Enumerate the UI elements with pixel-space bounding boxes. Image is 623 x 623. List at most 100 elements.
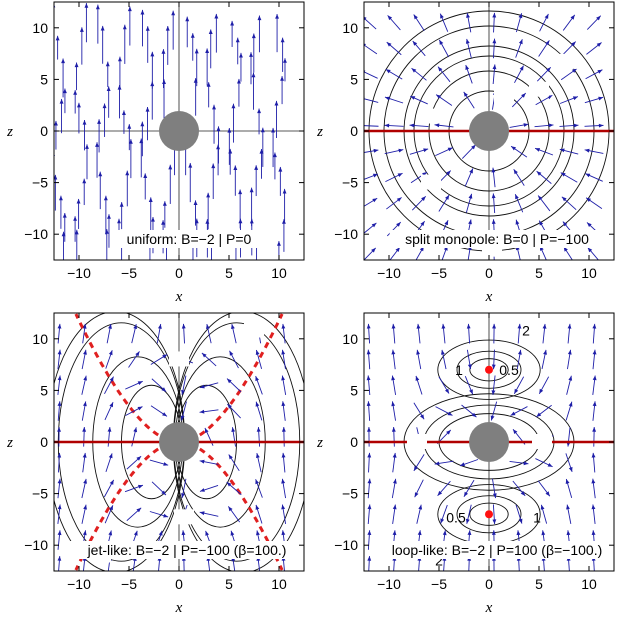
vector-arrows xyxy=(364,12,604,260)
vector-arrowhead xyxy=(275,14,279,19)
vector-arrowhead xyxy=(420,221,425,226)
vector-arrowhead xyxy=(95,142,99,147)
vector-arrowhead xyxy=(148,197,153,202)
vector-arrowhead xyxy=(136,507,142,513)
vector-arrowhead xyxy=(471,412,477,418)
vector-arrowhead xyxy=(204,428,209,433)
contour-label: 0.5 xyxy=(499,362,519,378)
vector-arrowhead xyxy=(466,323,471,329)
x-tick-label: 10 xyxy=(581,265,597,281)
vector-arrowhead xyxy=(122,110,126,115)
vector-arrowhead xyxy=(591,530,596,535)
y-axis-label: z xyxy=(6,435,13,451)
vector-arrowhead xyxy=(97,119,101,124)
vector-arrowhead xyxy=(254,165,259,170)
contour-loop xyxy=(469,358,509,382)
vector-arrowhead xyxy=(421,196,426,201)
vector-arrowhead xyxy=(282,219,286,224)
vector-arrowhead xyxy=(491,530,496,535)
vector-arrowhead xyxy=(95,4,100,10)
vector-arrowhead xyxy=(567,349,572,355)
vector-arrowhead xyxy=(572,96,578,101)
vector-arrowhead xyxy=(471,144,476,150)
vector-arrowhead xyxy=(190,33,195,38)
vector-arrowhead xyxy=(128,139,133,144)
vector-arrowhead xyxy=(568,466,573,472)
vector-arrowhead xyxy=(434,461,440,466)
vector-arrowhead xyxy=(411,68,417,73)
vector-arrowhead xyxy=(515,219,520,225)
y-tick-label: 5 xyxy=(40,382,48,398)
vector-arrowhead xyxy=(434,123,440,128)
vector-arrowhead xyxy=(228,454,233,460)
vector-arrowhead xyxy=(517,323,522,329)
vector-arrowhead xyxy=(519,65,524,71)
vector-arrowhead xyxy=(523,123,529,127)
vector-arrowhead xyxy=(229,350,234,356)
vector-arrowhead xyxy=(587,247,593,253)
vector-arrowhead xyxy=(57,349,62,355)
vector-arrowhead xyxy=(568,375,573,381)
vector-arrowhead xyxy=(256,427,261,432)
y-tick-label: 10 xyxy=(342,331,358,347)
vector-arrowhead xyxy=(393,478,397,484)
vector-arrowhead xyxy=(235,37,240,43)
vector-arrowhead xyxy=(151,217,155,222)
vector-arrowhead xyxy=(492,493,497,499)
vector-arrowhead xyxy=(251,33,256,39)
vector-arrowhead xyxy=(102,103,107,109)
caption-bg xyxy=(115,230,263,248)
vector-arrowhead xyxy=(391,401,396,407)
vector-arrowhead xyxy=(100,25,105,31)
vector-arrowhead xyxy=(98,171,103,177)
vector-arrowhead xyxy=(231,427,236,432)
x-tick-label: −10 xyxy=(377,576,401,592)
vector-arrowhead xyxy=(108,350,113,356)
vector-arrowhead xyxy=(107,427,112,432)
vector-arrowhead xyxy=(521,93,526,98)
vector-arrowhead xyxy=(181,530,186,536)
vector-arrowhead xyxy=(523,461,529,466)
x-tick-label: 0 xyxy=(175,576,183,592)
vector-arrowhead xyxy=(257,108,261,114)
vector-arrowhead xyxy=(82,427,87,432)
panel-caption: uniform: B=−2 | P=0 xyxy=(127,231,252,247)
vector-arrow xyxy=(364,98,379,103)
vector-arrowhead xyxy=(513,169,518,175)
vector-arrowhead xyxy=(63,88,67,94)
vector-arrowhead xyxy=(82,178,87,184)
vector-arrowhead xyxy=(559,148,565,153)
vector-arrowhead xyxy=(161,49,166,54)
y-tick-label: −5 xyxy=(32,486,48,502)
vector-arrowhead xyxy=(206,192,211,198)
vector-arrowhead xyxy=(545,491,550,497)
vector-arrowhead xyxy=(249,52,253,57)
vector-arrowhead xyxy=(510,411,516,416)
vector-arrowhead xyxy=(200,488,205,492)
vector-arrowhead xyxy=(205,530,209,536)
vector-arrowhead xyxy=(161,387,167,392)
vector-arrowhead xyxy=(281,323,286,329)
vector-arrowhead xyxy=(445,388,449,394)
y-tick-label: 5 xyxy=(350,382,358,398)
vector-arrows xyxy=(54,3,287,260)
vector-arrowhead xyxy=(106,86,111,91)
vector-arrowhead xyxy=(492,38,497,44)
vector-arrowhead xyxy=(541,530,546,536)
vector-arrowhead xyxy=(548,123,554,128)
vector-arrowhead xyxy=(586,197,591,202)
vector-arrowhead xyxy=(447,411,453,416)
vector-arrowhead xyxy=(82,530,87,536)
vector-arrowhead xyxy=(491,219,496,224)
vector-arrowhead xyxy=(364,16,367,21)
vector-arrowhead xyxy=(171,10,176,16)
vector-arrowhead xyxy=(281,349,286,355)
y-tick-label: 0 xyxy=(40,123,48,139)
y-axis-label: z xyxy=(316,435,323,451)
vector-arrowhead xyxy=(57,427,61,432)
plot-area: uniform: B=−2 | P=0 xyxy=(54,2,304,260)
vector-arrowhead xyxy=(194,48,199,54)
vector-arrowhead xyxy=(83,401,87,407)
vector-arrowhead xyxy=(62,213,67,218)
vector-arrowhead xyxy=(233,165,238,170)
